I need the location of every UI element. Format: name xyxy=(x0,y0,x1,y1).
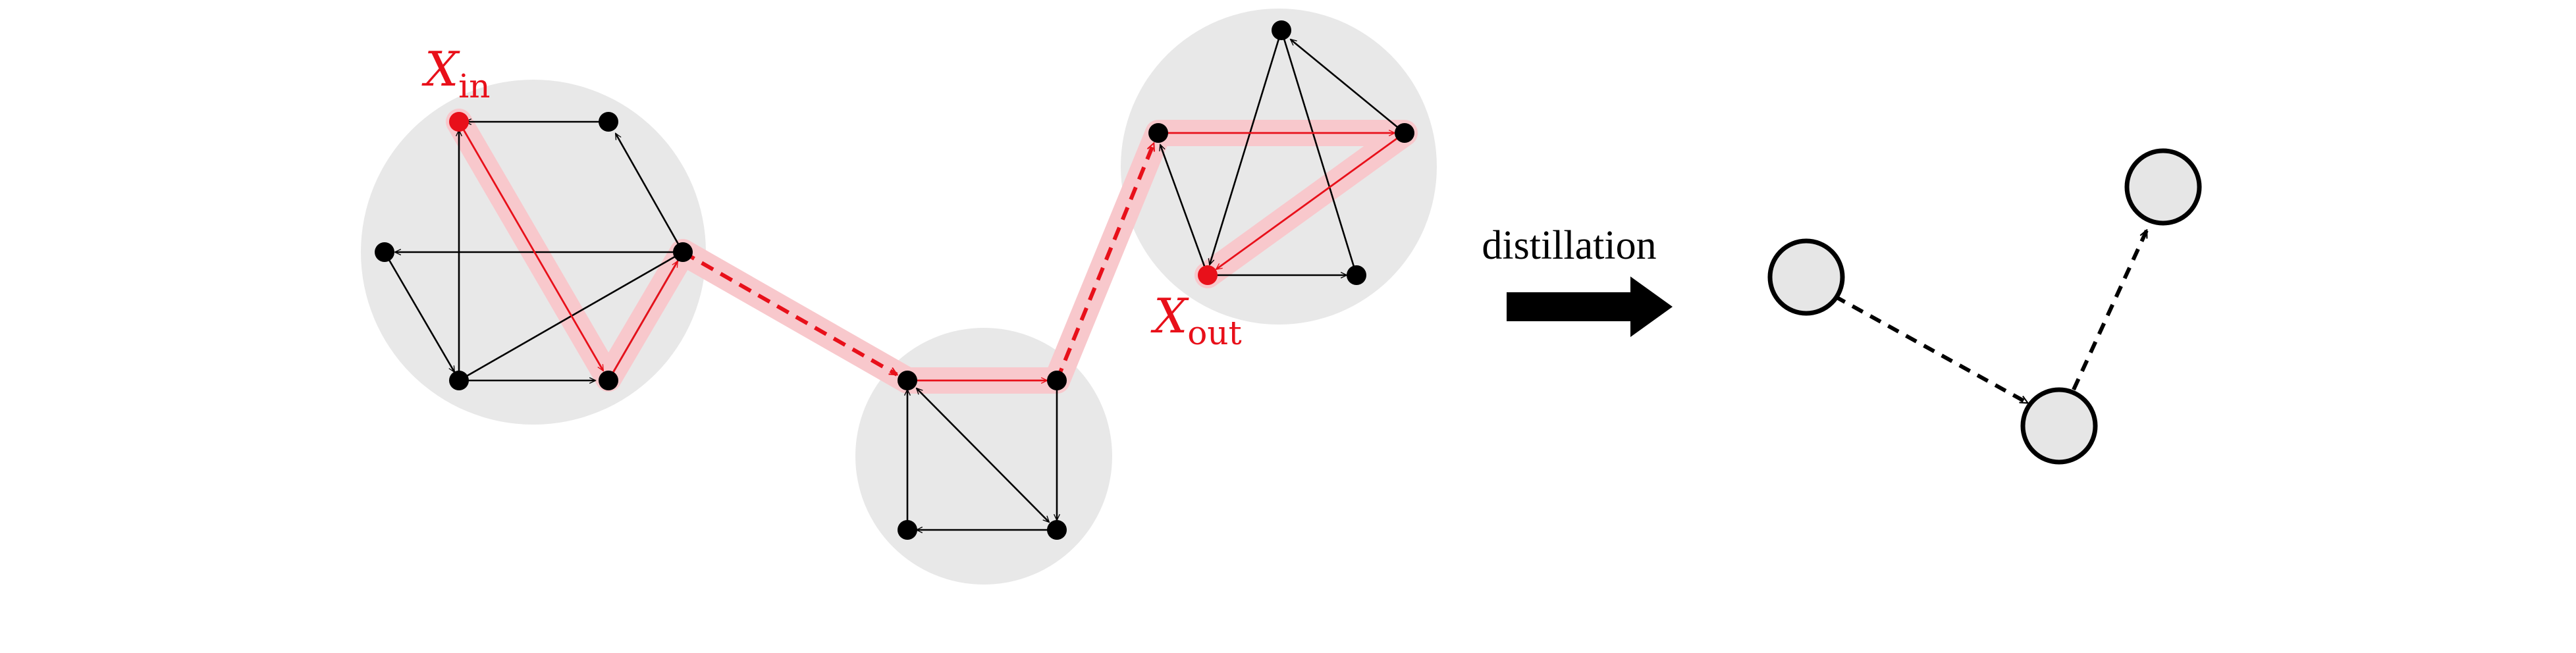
input-node xyxy=(449,112,469,132)
edge-13 xyxy=(1210,30,1283,265)
cluster-backgrounds xyxy=(361,9,1437,585)
distilled-graph xyxy=(1767,148,2202,465)
nodes xyxy=(375,20,1414,540)
distilled-node-2 xyxy=(2020,387,2098,465)
edge-14 xyxy=(1280,30,1358,276)
red-edge-1 xyxy=(458,121,604,371)
node xyxy=(1347,265,1366,285)
distillation-arrow xyxy=(1507,276,1673,337)
distilled-edge-2 xyxy=(2072,230,2149,391)
edge-16 xyxy=(1160,145,1209,276)
edge-4 xyxy=(383,251,456,372)
node xyxy=(449,371,469,390)
distilled-edge-1 xyxy=(1833,294,2027,405)
edge-12 xyxy=(917,388,1049,522)
edge-2 xyxy=(614,134,684,253)
node xyxy=(599,112,618,132)
node xyxy=(1395,123,1414,143)
input-label: Xin xyxy=(421,41,490,105)
red-edge-5 xyxy=(1216,132,1405,269)
output-node xyxy=(1198,265,1218,285)
red-edges xyxy=(458,121,1405,381)
output-label-subscript: out xyxy=(1187,314,1241,352)
cluster-3-background xyxy=(1121,9,1437,325)
distilled-node-3 xyxy=(2124,148,2202,226)
distilled-node-1 xyxy=(1767,238,1845,316)
node xyxy=(1272,20,1291,40)
red-dashed-edge-1 xyxy=(682,250,897,377)
output-label: Xout xyxy=(1150,288,1242,352)
red-edge-2 xyxy=(607,261,679,381)
input-label-subscript: in xyxy=(458,67,490,105)
node xyxy=(599,371,618,390)
edge-15 xyxy=(1291,39,1405,134)
node xyxy=(898,520,917,540)
node xyxy=(1047,520,1067,540)
node xyxy=(898,371,917,390)
distillation-label: distillation xyxy=(1482,223,1656,268)
node xyxy=(1047,371,1067,390)
node xyxy=(375,242,394,262)
node xyxy=(673,242,693,262)
node xyxy=(1148,123,1168,143)
